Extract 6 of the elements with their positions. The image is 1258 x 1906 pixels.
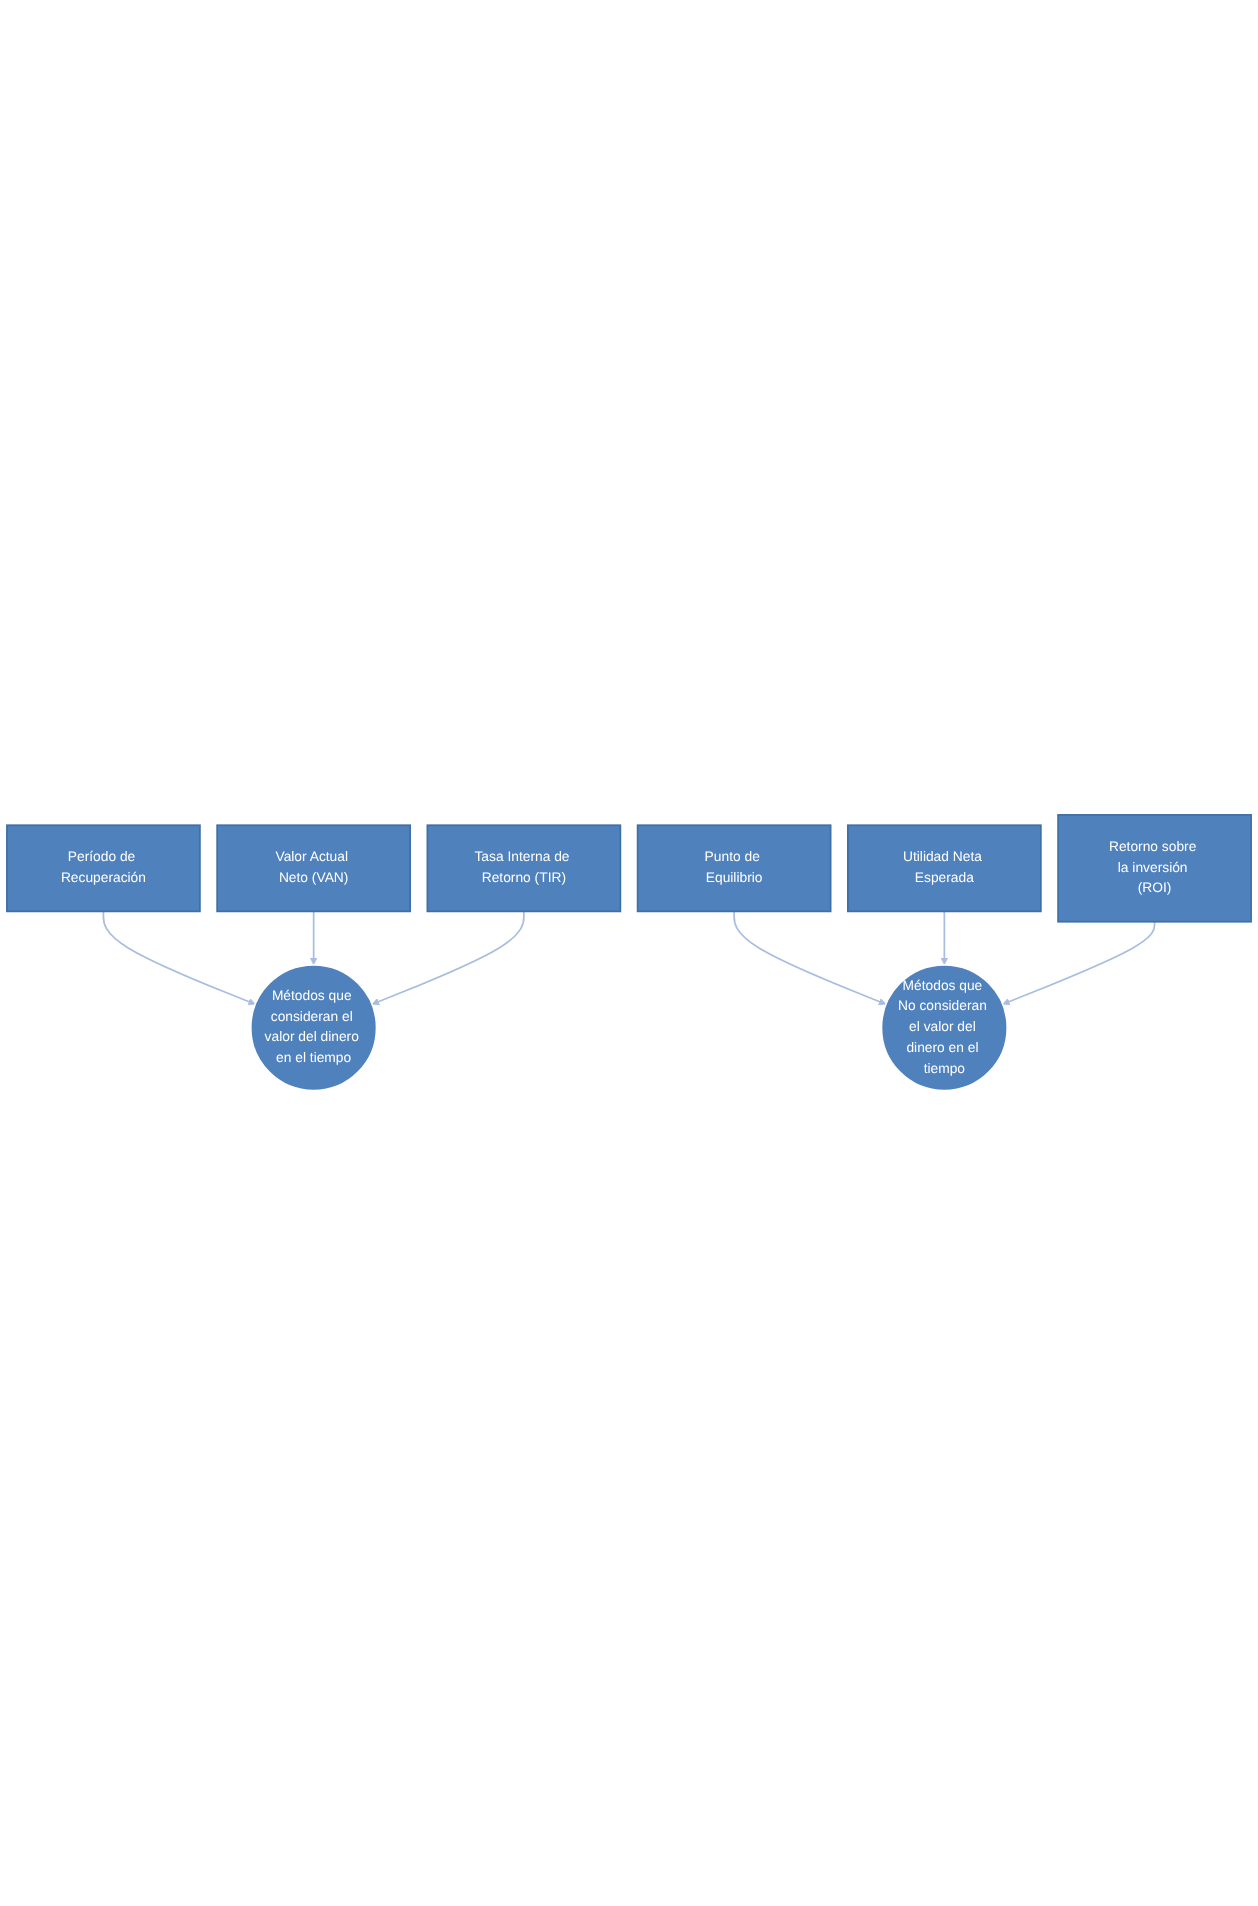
arrow xyxy=(940,910,949,966)
arrow xyxy=(1002,921,1156,1006)
arrow xyxy=(733,910,887,1006)
arrow xyxy=(371,910,525,1006)
arrow xyxy=(102,910,256,1006)
arrow xyxy=(309,910,318,966)
